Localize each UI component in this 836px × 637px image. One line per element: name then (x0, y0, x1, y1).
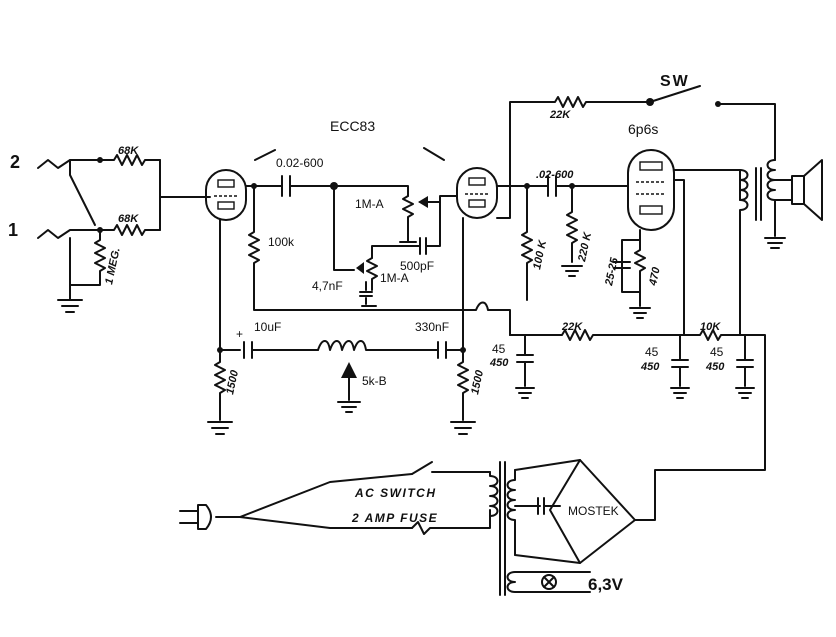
cap-10uf (219, 341, 319, 359)
c-10u-label: 10uF (254, 320, 281, 334)
r-22k-b-label: 22K (561, 321, 583, 333)
resistor-1meg (69, 229, 106, 286)
r-cath2-label: 1500 (469, 368, 486, 395)
switch-sw-label: SW (660, 73, 690, 90)
power-transformer-primary (489, 471, 499, 517)
resistor-68k-in2 (99, 154, 161, 166)
cap-4-7nf (359, 281, 373, 305)
ecc83-tube-b (439, 167, 521, 351)
pot-1m-a-lower (366, 257, 378, 291)
resistor-1500-a (207, 349, 233, 435)
filter-cap-3 (735, 334, 755, 399)
bridge-rectifier (549, 459, 636, 564)
pot-5k-label: 5k-B (362, 374, 387, 388)
power-supply: AC SWITCH 2 AMP FUSE MOSTEK 6,3V (179, 459, 636, 596)
c-coupling1-label: 0.02-600 (276, 156, 324, 170)
output-transformer-primary (739, 169, 749, 336)
pot-1m-a-upper (402, 195, 414, 235)
c-500-label: 500pF (400, 259, 434, 273)
b-plus-line: 22K SW 22K 10K 45 450 45 450 45 450 (462, 73, 776, 521)
filter-cap-2 (670, 334, 690, 399)
tube-6p6s-label: 6p6s (628, 121, 658, 137)
c-bright-label: 4,7nF (312, 279, 343, 293)
input-1-label: 1 (8, 220, 18, 240)
r-b-top-label: 22K (549, 109, 571, 121)
tube-envelope-a (205, 169, 247, 221)
heater-winding (506, 571, 591, 593)
power-switch-sw (649, 85, 701, 103)
cathode-resistor-470 (621, 229, 651, 319)
rectifier-label: MOSTEK (568, 504, 619, 518)
input-join-wire (159, 159, 211, 231)
jack-switch-contact (69, 159, 96, 226)
pot-5k-b (317, 340, 439, 351)
tone-network: 1M-A 1M-A 4,7nF 500pF (312, 185, 441, 311)
cap-330nf (437, 341, 464, 359)
ac-switch-label: AC SWITCH (354, 486, 437, 500)
cap1-a-label: 45 (492, 342, 506, 356)
cap1-b-label: 450 (489, 357, 509, 369)
r-grid-label: 1 MEG. (103, 247, 122, 286)
r-220k-label: 220 K (576, 230, 594, 263)
resistor-100k-grid (521, 185, 533, 301)
cap2-b-label: 450 (640, 361, 660, 373)
input-section: 2 1 68K 68K 1 MEG. (8, 145, 211, 313)
resistor-68k-in1 (99, 224, 161, 236)
fuse-label: 2 AMP FUSE (351, 511, 438, 525)
output-transformer-secondary (766, 159, 776, 231)
ac-switch (411, 461, 491, 475)
cathode-network: + 10uF 330nF 5k-B 1500 1500 (207, 320, 486, 435)
c-coupling2-label: .02-600 (536, 169, 574, 181)
speaker-icon (791, 159, 823, 221)
r-cath1-label: 1500 (224, 368, 241, 395)
cap-500pf (371, 201, 441, 259)
resistor-100k (248, 185, 464, 311)
cap2-a-label: 45 (645, 345, 659, 359)
r-in2-label: 68K (118, 145, 139, 157)
filter-cap-1 (515, 334, 535, 399)
tube-envelope-6p6s (627, 149, 675, 231)
tube-envelope-b (456, 167, 498, 219)
output-stage: 6p6s .02-600 100 K 220 K 25-25 470 (519, 121, 823, 336)
pilot-lamp-icon (541, 574, 557, 590)
pot-2-label: 1M-A (380, 271, 409, 285)
coupling-cap-2 (519, 175, 629, 197)
resistor-1500-b (450, 349, 476, 435)
r-in1-label: 68K (118, 213, 139, 225)
r-10k-label: 10K (700, 321, 721, 333)
c-25-label: 25-25 (603, 256, 621, 288)
heater-voltage-label: 6,3V (588, 575, 624, 594)
r-470-label: 470 (647, 265, 663, 287)
tube-ecc83-label: ECC83 (330, 118, 375, 134)
jack-1 (37, 229, 101, 239)
input-2-label: 2 (10, 152, 20, 172)
c-330n-label: 330nF (415, 320, 449, 334)
jack-2 (37, 159, 101, 169)
tube-indicator-marks (254, 147, 445, 161)
power-transformer-secondary (506, 469, 516, 556)
resistor-22k-and-10k (509, 329, 766, 521)
resistor-22k-top (496, 96, 651, 219)
c-10u-plus: + (236, 327, 243, 341)
cathode-cap-25 (613, 261, 631, 269)
coupling-cap-1: 0.02-600 (261, 156, 333, 197)
ground-symbol-input (57, 299, 83, 313)
r-plate1-label: 100k (268, 235, 295, 249)
resistor-220k (561, 185, 583, 277)
cap3-a-label: 45 (710, 345, 724, 359)
fuse-2amp (411, 509, 491, 535)
r-100k-label: 100 K (531, 238, 549, 270)
pot-1-label: 1M-A (355, 197, 384, 211)
mains-plug-icon (179, 473, 413, 530)
cap3-b-label: 450 (705, 361, 725, 373)
